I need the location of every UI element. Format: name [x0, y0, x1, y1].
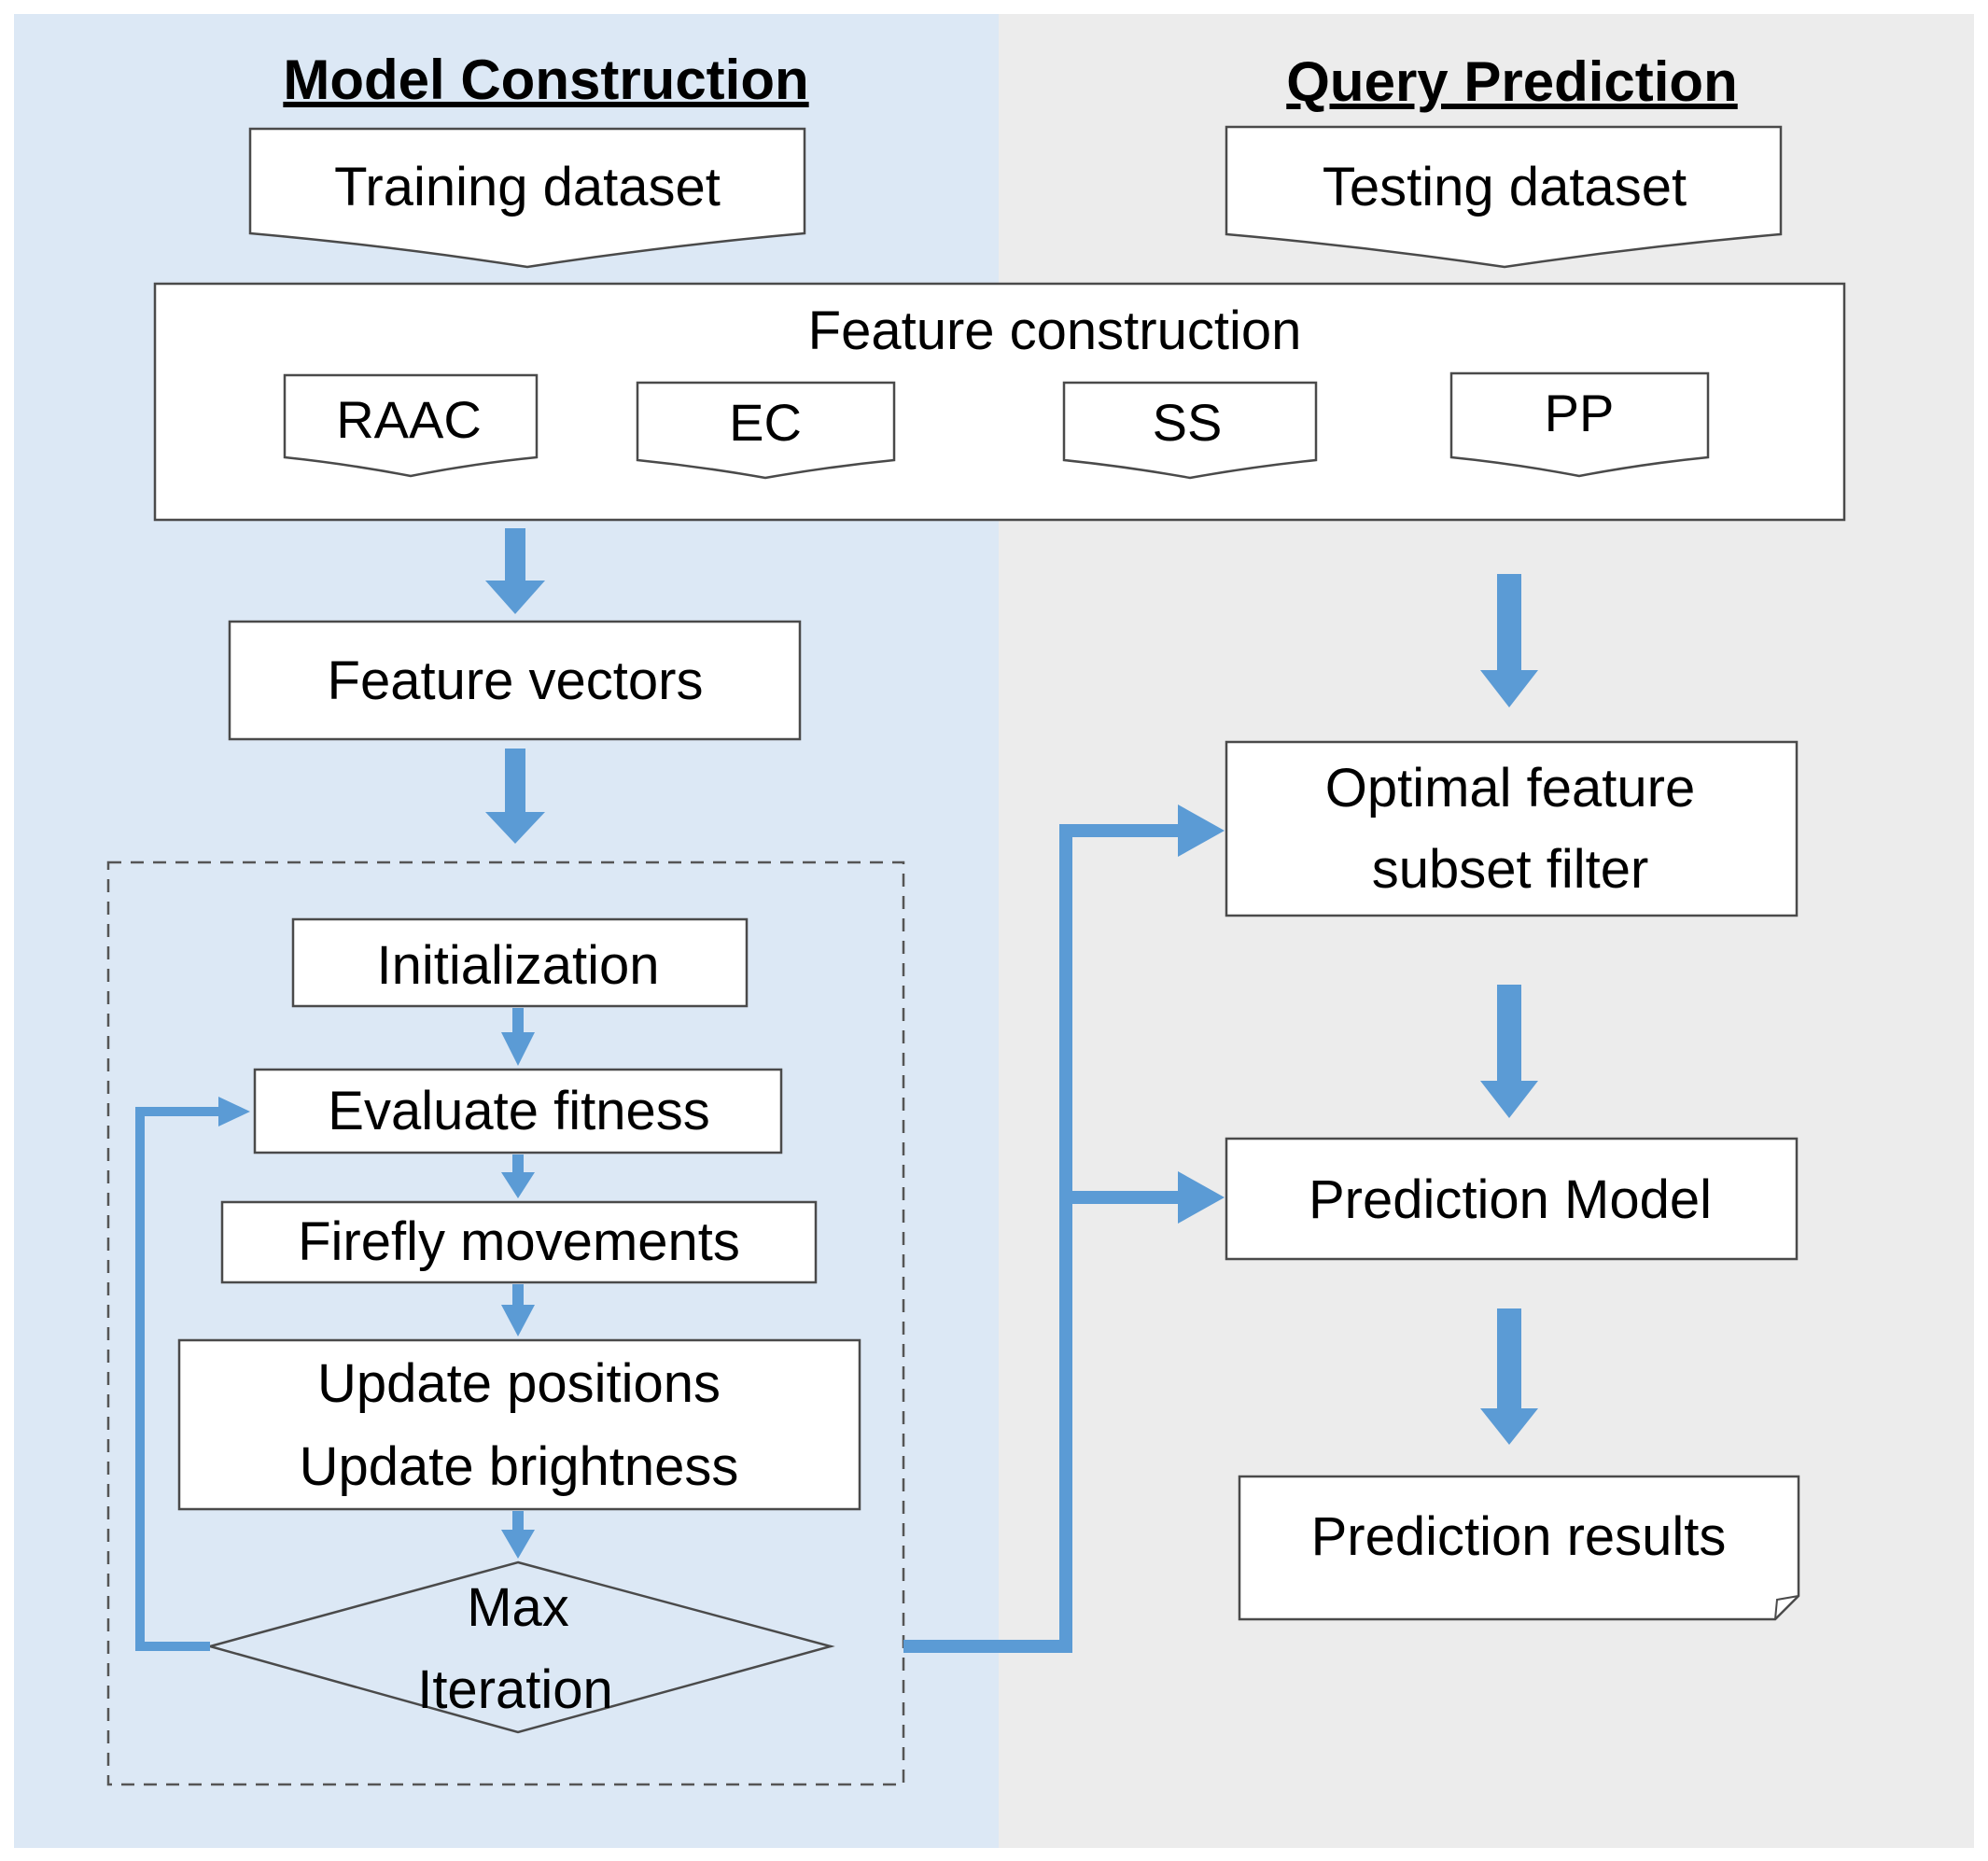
arrow-to-prediction-results-head [1480, 1408, 1538, 1445]
arrow-to-prediction-model-shaft [1497, 985, 1521, 1084]
prediction-results-shape [1238, 1475, 1800, 1621]
feature-type-ec: EC [729, 393, 802, 452]
arrow-to-prediction-results-shaft [1497, 1308, 1521, 1411]
feature-type-pp-shape [1449, 371, 1710, 478]
model-construction-title: Model Construction [283, 49, 808, 111]
loop-back-connector [135, 1107, 220, 1651]
arrow-evaluate-to-firefly-head [501, 1172, 535, 1198]
evaluate-fitness-box [253, 1068, 783, 1154]
feature-type-ss-shape [1062, 381, 1318, 480]
arrow-firefly-to-update-shaft [512, 1284, 524, 1308]
firefly-movements-label: Firefly movements [298, 1211, 740, 1272]
testing-dataset-shape [1225, 125, 1783, 269]
prediction-results-label: Prediction results [1311, 1506, 1727, 1567]
arrow-to-optimal-filter-head [1178, 805, 1225, 857]
update-positions-label: Update positions [317, 1353, 721, 1414]
feature-type-ss: SS [1153, 393, 1223, 452]
training-dataset-shape [248, 127, 806, 269]
query-prediction-title: Query Prediction [1286, 50, 1737, 113]
loop-back-arrow-head [218, 1097, 250, 1126]
arrow-to-optimal-filter-shaft [1497, 574, 1521, 673]
firefly-movements-box [220, 1200, 818, 1284]
prediction-model-label: Prediction Model [1309, 1169, 1712, 1230]
max-iteration-label-line2: Iteration [417, 1659, 613, 1720]
arrow-to-firefly-loop-head [485, 812, 545, 844]
update-box [177, 1338, 861, 1511]
arrow-firefly-to-update-head [501, 1305, 535, 1336]
arrow-update-to-decision-head [501, 1530, 535, 1559]
arrow-to-feature-vectors-shaft [505, 528, 525, 582]
arrow-to-firefly-loop-shaft [505, 749, 525, 814]
feature-type-raac-shape [283, 373, 539, 478]
feature-type-raac: RAAC [336, 390, 482, 449]
optimal-feature-subset-filter-box [1225, 740, 1799, 917]
training-dataset-label: Training dataset [334, 157, 721, 217]
arrow-to-feature-vectors-head [485, 581, 545, 614]
feature-type-pp: PP [1545, 384, 1615, 442]
arrow-evaluate-to-firefly-shaft [512, 1154, 524, 1175]
testing-dataset-label: Testing dataset [1323, 157, 1687, 217]
evaluate-fitness-label: Evaluate fitness [328, 1081, 709, 1141]
max-iteration-decision [205, 1560, 835, 1734]
arrow-to-prediction-model-down-head [1480, 1081, 1538, 1118]
prediction-results-fold [1774, 1595, 1799, 1620]
update-brightness-label: Update brightness [300, 1436, 739, 1497]
arrow-update-to-decision-shaft [512, 1511, 524, 1533]
prediction-model-box [1225, 1137, 1799, 1261]
initialization-label: Initialization [376, 935, 659, 996]
max-iteration-label-line1: Max [467, 1577, 569, 1638]
feature-type-ec-shape [636, 381, 896, 480]
arrow-to-optimal-filter-down-head [1480, 670, 1538, 707]
initialization-box [291, 917, 749, 1008]
arrow-to-prediction-model-head [1178, 1171, 1225, 1224]
output-connector [903, 824, 1181, 1653]
feature-construction-title: Feature construction [808, 301, 1302, 361]
arrow-init-to-evaluate-shaft [512, 1008, 524, 1036]
optimal-filter-label-line2: subset filter [1372, 839, 1649, 900]
firefly-loop-container [106, 861, 905, 1786]
feature-vectors-label: Feature vectors [328, 651, 704, 711]
optimal-filter-label-line1: Optimal feature [1325, 758, 1696, 819]
arrow-init-to-evaluate-head [501, 1032, 535, 1066]
feature-vectors-box [228, 620, 802, 741]
